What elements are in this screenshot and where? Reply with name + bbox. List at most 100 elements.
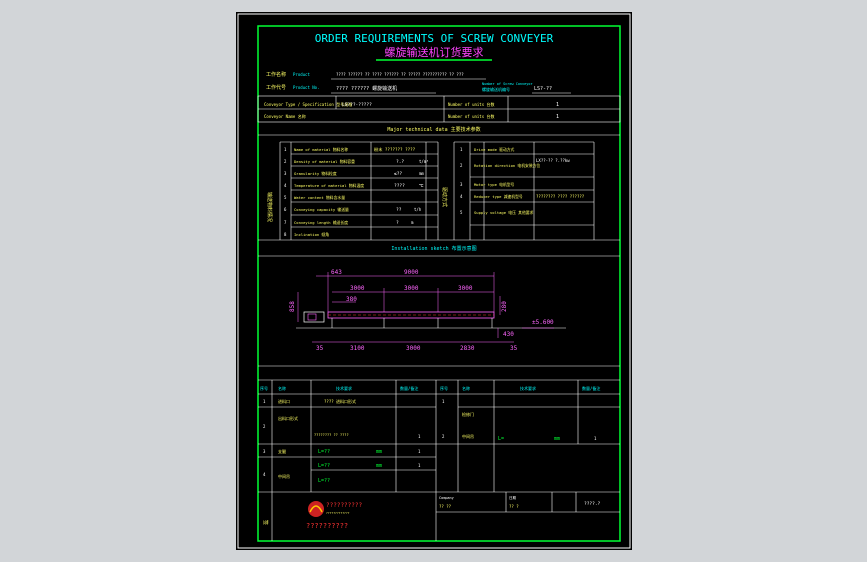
arrangement-drawing: 643 9000 3000 3000 3000 380 858 280 3100… [289,269,566,352]
right-params: 1 Drive mode 驱动方式 2 Rotation direction 电… [460,147,585,215]
left-row-6-no: 6 [284,207,287,212]
title-block-name: ?????????? [306,522,348,530]
left-params: 1 Name of material 物料名称 粉末 ??????? ???? … [284,146,429,237]
bl-row-3-name: 支腿 [278,448,286,454]
header-row2-right-label: Number of Screw Conveyor [482,82,533,86]
right-row-4-label: Reducer type 减速机型号 [474,194,523,199]
left-row-3-label: Granularity 物料粒度 [294,171,337,176]
spec-a-value: LS???-????? [342,102,372,108]
tb-date: ????.? [584,501,601,507]
dim-end-right: 35 [510,345,518,352]
right-row-4-value: ???????? ???? ?????? [536,194,585,199]
bottom-right-rows: 1 检修门 2 中间吊 L= mm 1 [442,399,597,442]
bt-col-no-left: 序号 [260,385,268,391]
right-row-2-value: LX??-?? ?.??kw [536,158,570,163]
left-row-2-value: ?.? [396,159,404,165]
header-row2-label-en: Product No. [293,85,320,90]
bl-row-3-no: 3 [263,449,266,454]
header-row2-value: ???? ?????? 螺旋输送机 [336,85,397,92]
left-row-3-value: ≤?? [394,171,402,177]
right-row-1-label: Drive mode 驱动方式 [474,147,515,152]
title-block-side-label: 签 [262,520,269,525]
bl-row-4-req: L=?? [318,463,330,469]
inner-frame [257,25,621,542]
dim-section-2: 3000 [404,285,419,292]
br-row-1-no: 1 [442,399,445,404]
dim-end-left: 35 [316,345,324,352]
drawing-canvas: ORDER REQUIREMENTS OF SCREW CONVEYER 螺旋输… [237,13,631,549]
left-row-5-label: Water content 物料含水量 [294,195,345,200]
spec-b-right-value: 1 [556,114,559,120]
right-row-5-label: Supply voltage 电压 其他要求 [474,210,534,215]
dim-section-1: 3000 [350,285,365,292]
bl-row-3-qty: 1 [418,449,421,454]
left-row-8-no: 8 [284,232,287,237]
left-row-6-value: ?? [396,207,402,213]
arrangement-heading: Installation sketch 布置示意图 [391,245,476,252]
br-row-1-name: 检修门 [462,411,474,417]
bl-row-4-name: 中间吊 [278,473,290,479]
left-row-1-no: 1 [284,147,287,152]
spec-a-right-value: 1 [556,102,559,108]
elevation-label: ±5.600 [532,319,554,326]
bt-col-req-left: 技术要求 [336,385,352,391]
left-row-6-label: Conveying capacity 输送量 [294,207,349,212]
dim-height-left: 858 [289,301,296,312]
header-row2-right-label-cn: 螺旋输送机编号 [482,86,510,92]
bt-col-no-right: 序号 [440,385,448,391]
tb-field-2-value: ?? ? [509,504,519,509]
dim-section-3: 3000 [458,285,473,292]
br-row-2-unit: mm [554,436,560,442]
right-row-4-no: 4 [460,194,463,199]
left-row-3-no: 3 [284,171,287,176]
header-row2-label: 工作代号 [266,84,286,91]
bt-col-qty-left: 数量/备注 [400,385,418,391]
left-row-2-no: 2 [284,159,287,164]
header-row1-value: ???? ?????? ?? ???? ?????? ?? ????? ????… [336,72,464,77]
bt-col-name-left: 名称 [278,385,286,391]
bt-col-name-right: 名称 [462,385,470,391]
tb-field-1-label: Company [439,496,454,500]
company-subtitle: ????????????? [326,511,350,515]
right-side-label: 驱动方式 [441,187,448,207]
br-row-2-no: 2 [442,434,445,439]
logo-mark [308,501,324,517]
drawing-sheet: ORDER REQUIREMENTS OF SCREW CONVEYER 螺旋输… [236,12,632,550]
spec-table-grid [257,95,621,381]
left-row-5-no: 5 [284,195,287,200]
bl-row-3-req: L=?? [318,449,330,455]
drive-unit [303,311,325,323]
spec-a-label: Conveyor Type / Specification 型号规格 [264,101,352,107]
left-row-1-label: Name of material 物料名称 [294,147,348,152]
right-row-3-label: Motor type 电机型号 [474,182,515,187]
left-row-4-unit: ℃ [419,183,424,188]
bt-col-qty-right: 数量/备注 [582,385,600,391]
left-row-4-label: Temperature of material 物料温度 [294,183,364,188]
left-row-2-label: Density of material 物料容重 [294,159,355,164]
bl-row-2-qty: 1 [418,434,421,439]
left-row-4-no: 4 [284,183,287,188]
params-heading: Major technical data 主要技术参数 [387,126,480,133]
title-cn: 螺旋输送机订货要求 [385,45,484,59]
left-row-4-value: ???? [394,183,405,189]
bl-row-1-name: 进料口 [278,398,290,404]
dimension-lines [297,272,554,343]
bl-row-1-no: 1 [263,399,266,404]
header-row1-label-en: Product [293,72,310,77]
bl-row-4-unit: mm [376,463,382,469]
bl-extra-req: L=?? [318,478,330,484]
header-row1-label: 工作名称 [266,71,286,78]
left-row-7-unit: m [411,220,414,225]
logo-flame [309,505,323,513]
company-name: ?????????? [326,502,363,509]
right-row-2-label: Rotation direction 电机安装方位 [474,163,540,168]
bottom-left-rows: 1 进料口 ???? 进料口形式 2 出料口形式 ???????? ?? ???… [263,398,421,484]
bl-row-2-no: 2 [263,424,266,429]
dim-top-total: 9000 [404,269,419,276]
bl-row-4-no: 4 [263,472,266,477]
left-row-1-value: 粉末 ??????? ???? [374,146,416,153]
bl-row-3-unit: mm [376,449,382,455]
br-row-2-name: 中间吊 [462,433,474,439]
header-row2-right-value: LS?-?? [534,86,552,92]
